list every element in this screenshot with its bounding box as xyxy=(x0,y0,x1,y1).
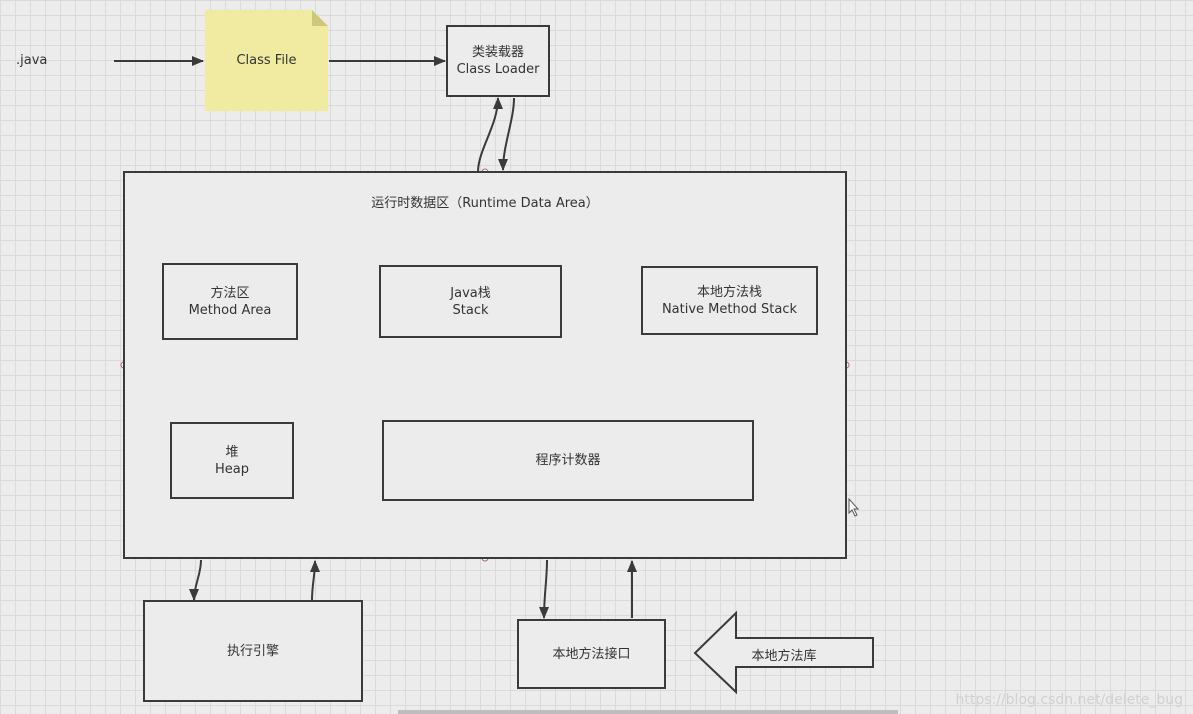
native-stack-en: Native Method Stack xyxy=(661,301,798,317)
native-library-label[interactable]: 本地方法库 xyxy=(751,649,817,664)
mouse-cursor-icon xyxy=(848,497,860,517)
note-fold-corner xyxy=(312,10,328,26)
java-stack-cn: Java栈 xyxy=(450,285,491,301)
program-counter-label: 程序计数器 xyxy=(535,453,601,468)
native-method-stack-box[interactable]: 本地方法栈 Native Method Stack xyxy=(641,266,818,335)
class-loader-cn: 类装载器 xyxy=(471,45,524,60)
java-source-label: .java xyxy=(16,53,48,68)
method-area-box[interactable]: 方法区 Method Area xyxy=(162,263,298,340)
heap-en: Heap xyxy=(215,461,249,477)
execution-engine-box[interactable]: 执行引擎 xyxy=(143,600,363,702)
native-interface-label: 本地方法接口 xyxy=(552,646,631,662)
arrow-runtime-to-loader xyxy=(477,97,503,173)
runtime-data-area-title: 运行时数据区（Runtime Data Area） xyxy=(371,196,599,211)
java-stack-en: Stack xyxy=(452,302,489,318)
arrow-engine-to-runtime xyxy=(309,560,320,601)
method-area-en: Method Area xyxy=(188,302,272,318)
class-file-note[interactable]: Class File xyxy=(205,10,328,111)
heap-cn: 堆 xyxy=(225,444,239,460)
program-counter-box[interactable]: 程序计数器 xyxy=(382,420,754,501)
class-file-label: Class File xyxy=(236,53,297,68)
heap-box[interactable]: 堆 Heap xyxy=(170,422,294,499)
native-interface-box[interactable]: 本地方法接口 xyxy=(517,619,666,689)
method-area-cn: 方法区 xyxy=(210,285,250,301)
arrow-loader-to-runtime xyxy=(498,97,515,171)
arrow-runtime-to-engine xyxy=(189,559,202,601)
native-stack-cn: 本地方法栈 xyxy=(696,284,762,300)
class-loader-box[interactable]: 类装载器 Class Loader xyxy=(446,25,550,97)
horizontal-scrollbar[interactable] xyxy=(398,710,898,714)
execution-engine-label: 执行引擎 xyxy=(226,643,279,659)
class-loader-en: Class Loader xyxy=(456,62,540,77)
arrow-runtime-to-native-interface xyxy=(539,559,550,619)
watermark: https://blog.csdn.net/delete_bug xyxy=(955,692,1183,708)
java-stack-box[interactable]: Java栈 Stack xyxy=(379,265,562,338)
